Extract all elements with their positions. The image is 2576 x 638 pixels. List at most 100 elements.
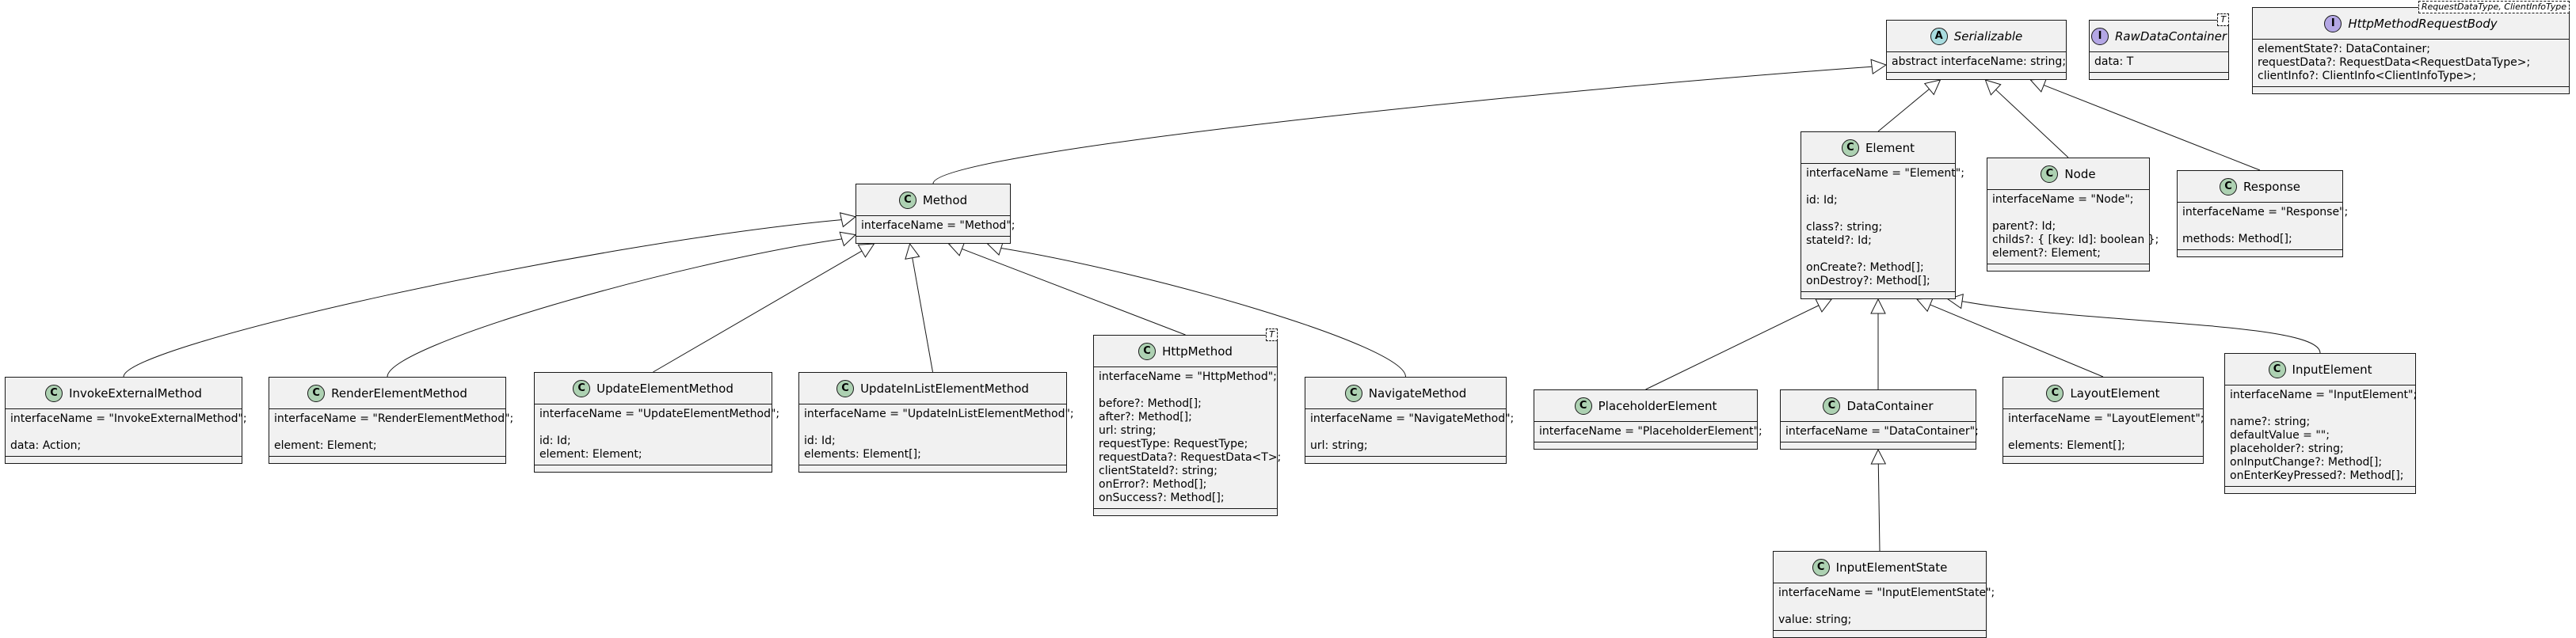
class-methods <box>1887 73 2066 79</box>
field: onDestroy?: Method[]; <box>1806 275 1930 287</box>
class-fields: interfaceName = "DataContainer"; <box>1781 422 1979 442</box>
class-stereotype-icon: C <box>836 379 855 397</box>
class-element: C Element interfaceName = "Element";id: Id… <box>1801 131 1964 299</box>
class-methods <box>2225 487 2415 493</box>
class-name: NavigateMethod <box>1368 385 1467 401</box>
inheritance-edge-navigatemethod-to-method <box>1000 247 1406 378</box>
field: placeholder?: string; <box>2230 442 2344 455</box>
field: interfaceName = "Response"; <box>2182 206 2349 218</box>
inheritance-arrowhead <box>1870 298 1886 314</box>
class-name: UpdateInListElementMethod <box>860 381 1029 396</box>
class-name: DataContainer <box>1846 398 1934 413</box>
class-name: UpdateElementMethod <box>596 381 734 396</box>
class-fields: interfaceName = "UpdateInListElementMeth… <box>799 404 1074 465</box>
class-methods <box>1094 509 1277 515</box>
class-name: LayoutElement <box>2070 385 2160 401</box>
class-methods <box>1305 457 1506 463</box>
field: stateId?: Id; <box>1806 234 1872 247</box>
field: value: string; <box>1778 613 1852 626</box>
class-stereotype-icon: C <box>2219 177 2237 196</box>
inheritance-edge-node-to-serializable <box>1995 89 2069 158</box>
class-fields: interfaceName = "Method"; <box>856 216 1016 237</box>
class-name: RenderElementMethod <box>331 385 467 401</box>
type-parameter: T <box>1266 328 1278 341</box>
class-fields: interfaceName = "Element";id: Id;class?:… <box>1801 164 1964 292</box>
field: defaultValue = ""; <box>2230 429 2330 442</box>
field: data: T <box>2094 55 2134 68</box>
field: interfaceName = "Method"; <box>861 219 1016 232</box>
type-parameter: T <box>2217 13 2229 26</box>
field: after?: Method[]; <box>1099 411 1192 423</box>
class-methods <box>1987 264 2149 271</box>
field: abstract interfaceName: string; <box>1892 55 2067 68</box>
class-name: Element <box>1865 140 1915 155</box>
class-name: HttpMethod <box>1162 344 1233 359</box>
field: url: string; <box>1099 424 1157 437</box>
inheritance-edge-element-to-serializable <box>1877 89 1930 132</box>
field: onSuccess?: Method[]; <box>1099 492 1225 504</box>
class-fields: interfaceName = "UpdateElementMethod";id… <box>535 404 779 465</box>
inheritance-edge-httpmethod-to-method <box>962 248 1186 336</box>
field: id: Id; <box>1806 194 1838 207</box>
inheritance-edge-updateinlistelementmethod-to-method <box>912 257 933 373</box>
field: before?: Method[]; <box>1099 397 1202 410</box>
inheritance-edge-inputelementstate-to-datacontainer <box>1877 463 1881 552</box>
class-name: HttpMethodRequestBody <box>2348 16 2498 31</box>
interface-stereotype-icon: I <box>2091 27 2109 45</box>
inheritance-arrowhead <box>947 241 966 256</box>
inheritance-arrowhead <box>839 212 857 228</box>
abstract-stereotype-icon: A <box>1930 27 1948 45</box>
class-methods <box>1781 442 1976 449</box>
field: clientInfo?: ClientInfo<ClientInfoType>; <box>2258 70 2476 82</box>
class-name: Serializable <box>1953 28 2023 44</box>
field-spacer <box>10 426 237 439</box>
class-methods <box>2090 73 2228 79</box>
field: name?: string; <box>2230 416 2311 428</box>
class-stereotype-icon: C <box>45 384 63 402</box>
inheritance-edge-inputelement-to-element <box>1961 301 2321 354</box>
class-methods <box>1801 292 1955 298</box>
class-fields: interfaceName = "Response"; methods: Meth… <box>2178 203 2349 250</box>
class-methods <box>1534 442 1757 449</box>
class-stereotype-icon: C <box>1841 139 1859 157</box>
class-stereotype-icon: C <box>1138 342 1157 360</box>
field-spacer <box>1778 600 1981 613</box>
class-name: InputElementState <box>1835 560 1948 575</box>
class-stereotype-icon: C <box>1812 558 1830 576</box>
field: clientStateId?: string; <box>1099 465 1218 477</box>
inheritance-arrowhead <box>2029 78 2048 93</box>
class-fields: interfaceName = "NavigateMethod";url: st… <box>1305 409 1515 457</box>
class-fields: interfaceName = "Node";parent?: Id;child… <box>1987 190 2159 264</box>
field-spacer <box>2182 219 2338 233</box>
field: interfaceName = "NavigateMethod"; <box>1310 412 1515 425</box>
inheritance-arrowhead <box>905 242 920 260</box>
field-spacer <box>1806 207 1950 221</box>
field: parent?: Id; <box>1992 220 2056 233</box>
inheritance-arrowhead <box>1915 298 1934 313</box>
class-fields: interfaceName = "HttpMethod";before?: Me… <box>1094 367 1281 509</box>
field-spacer <box>1806 180 1950 194</box>
field: id: Id; <box>539 435 571 447</box>
field: onError?: Method[]; <box>1099 478 1207 491</box>
class-fields: interfaceName = "RenderElementMethod";el… <box>269 409 513 457</box>
field: interfaceName = "LayoutElement"; <box>2008 412 2204 425</box>
interface-stereotype-icon: I <box>2324 14 2342 32</box>
class-fields: interfaceName = "PlaceholderElement"; <box>1534 422 1762 442</box>
class-name: Node <box>2064 166 2096 181</box>
field: methods: Method[]; <box>2182 233 2292 245</box>
